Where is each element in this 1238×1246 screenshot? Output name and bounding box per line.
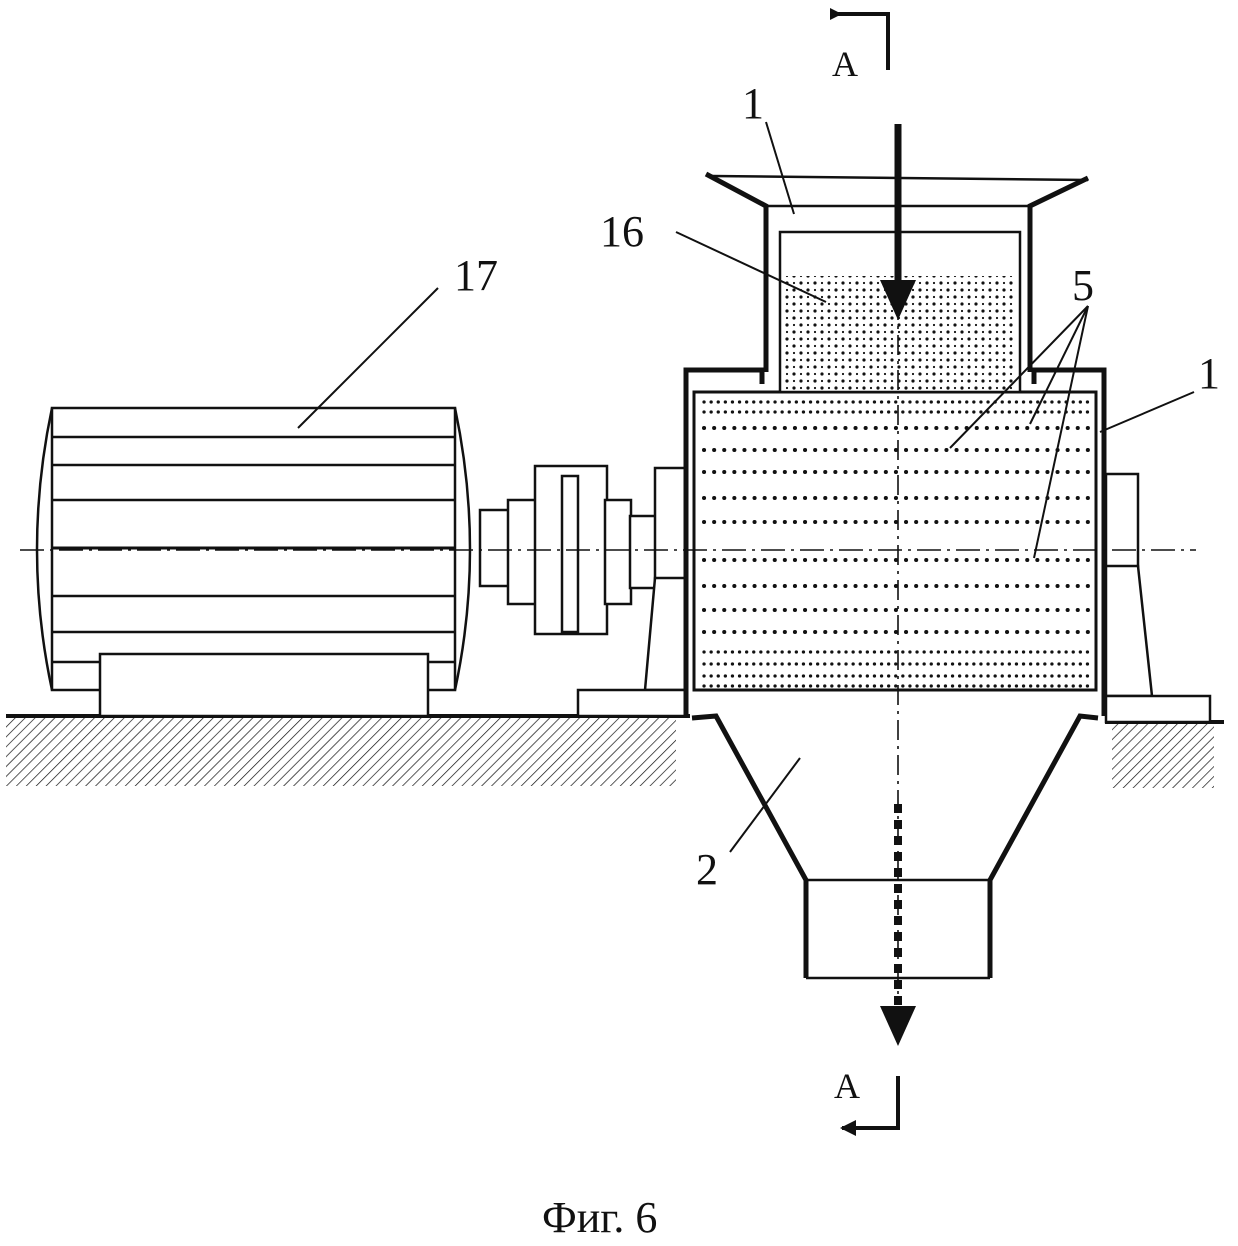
callout-discharge-cone: 2 bbox=[696, 845, 718, 894]
svg-text:A: A bbox=[832, 44, 858, 84]
foundation-left bbox=[6, 714, 690, 786]
callout-mesh: 5 bbox=[1072, 261, 1094, 310]
leader-lines bbox=[297, 121, 1195, 853]
shaft-coupling bbox=[478, 464, 660, 636]
outflow-arrow bbox=[880, 804, 916, 1046]
section-mark-bottom: A bbox=[834, 1066, 900, 1136]
foundation-right bbox=[1105, 720, 1224, 788]
inflow-arrow bbox=[880, 124, 916, 320]
section-mark-top: A bbox=[830, 8, 890, 84]
electric-motor bbox=[35, 406, 472, 718]
callout-feed-material: 16 bbox=[600, 207, 644, 256]
drum-housing bbox=[683, 367, 1107, 716]
mesh-elements bbox=[702, 400, 1090, 688]
callout-housing: 1 bbox=[1198, 349, 1220, 398]
right-bearing-support bbox=[1104, 472, 1212, 724]
callout-motor: 17 bbox=[454, 251, 498, 300]
figure-caption: Фиг. 6 bbox=[542, 1193, 657, 1242]
callout-hopper: 1 bbox=[742, 79, 764, 128]
svg-text:A: A bbox=[834, 1066, 860, 1106]
left-bearing-support bbox=[576, 466, 688, 718]
